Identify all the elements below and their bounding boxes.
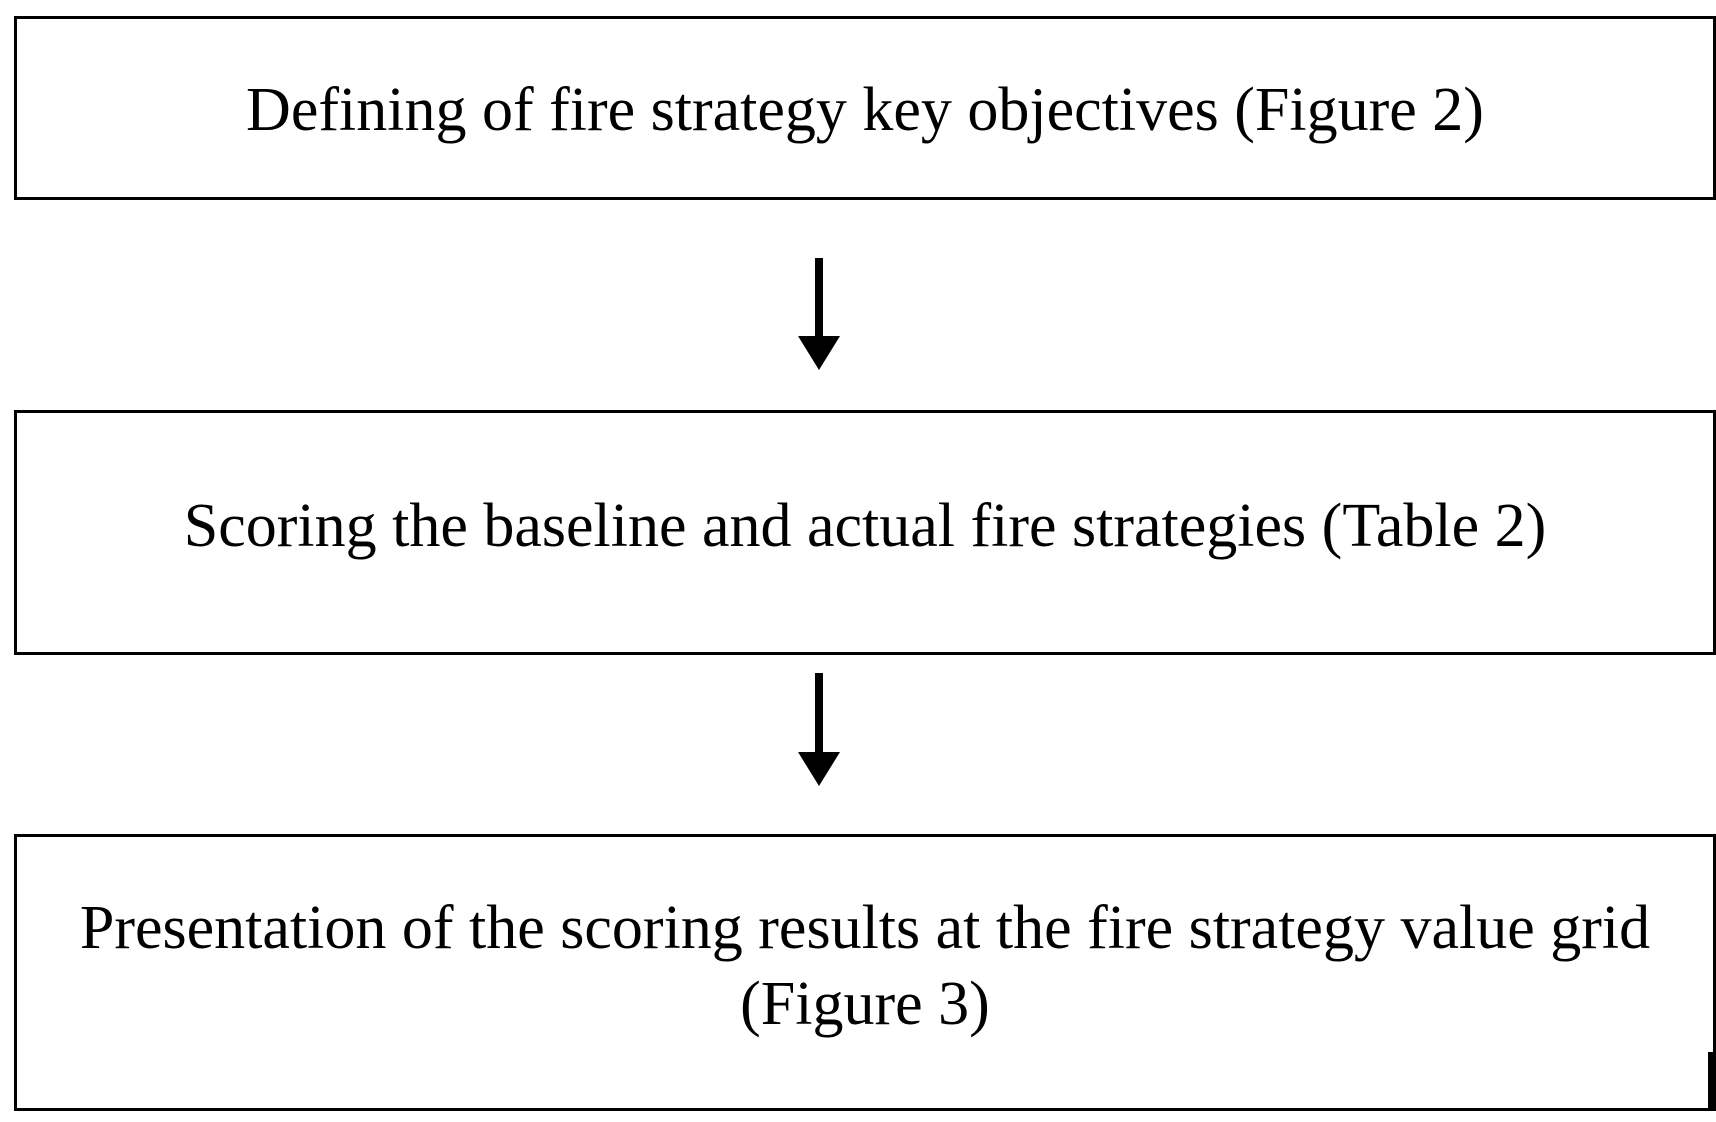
step-box-present-results: Presentation of the scoring results at t… <box>14 834 1716 1111</box>
step-box-define-objectives: Defining of fire strategy key objectives… <box>14 16 1716 200</box>
edge-mark <box>1708 1052 1714 1110</box>
arrow-head <box>798 336 840 370</box>
arrow-shaft <box>815 258 823 338</box>
down-arrow-icon <box>798 673 840 786</box>
step-label-define-objectives: Defining of fire strategy key objectives… <box>246 76 1484 145</box>
arrow-head <box>798 752 840 786</box>
step-label-present-results: Presentation of the scoring results at t… <box>79 893 1651 1038</box>
step-box-scoring-strategies: Scoring the baseline and actual fire str… <box>14 410 1716 655</box>
down-arrow-icon <box>798 258 840 370</box>
arrow-shaft <box>815 673 823 754</box>
step-label-scoring-strategies: Scoring the baseline and actual fire str… <box>183 491 1547 560</box>
